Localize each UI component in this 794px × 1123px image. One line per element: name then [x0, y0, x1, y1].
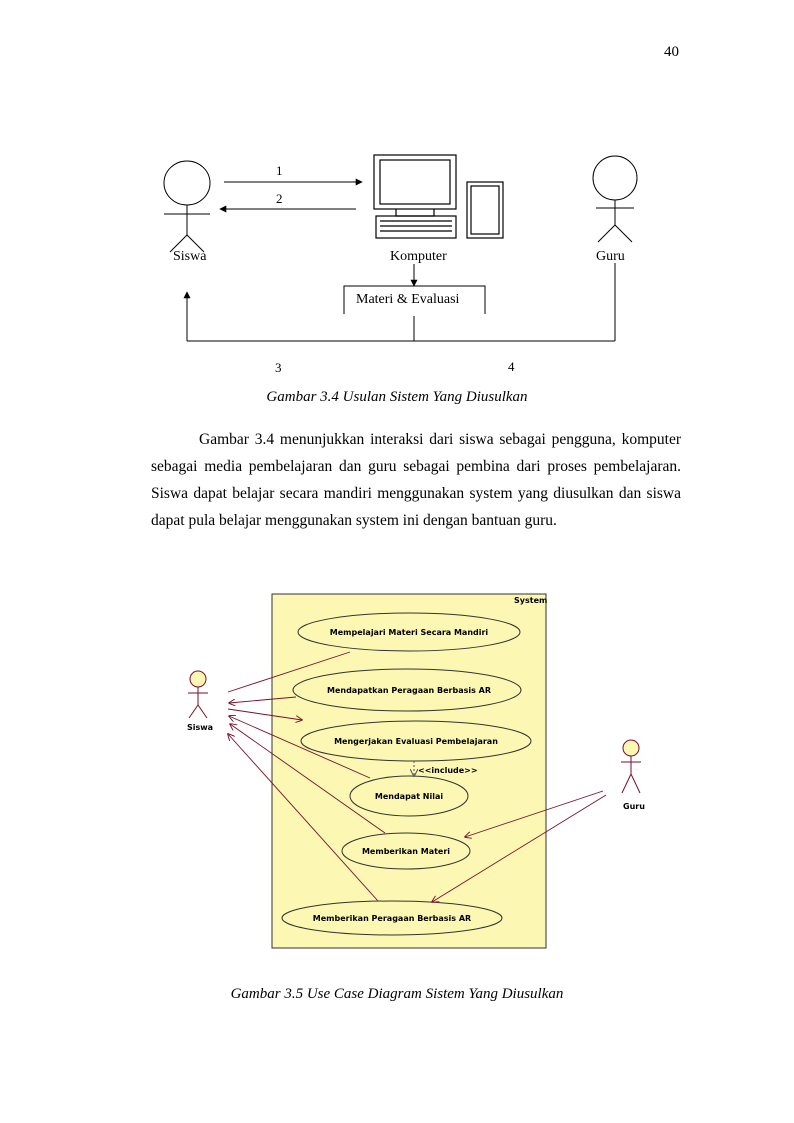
- use-case-1: Mempelajari Materi Secara Mandiri: [297, 612, 521, 652]
- siswa-label: Siswa: [173, 249, 207, 264]
- system-boundary: [271, 593, 547, 949]
- include-label: <<include>>: [418, 766, 478, 775]
- materi-box-label: Materi & Evaluasi: [356, 292, 460, 307]
- siswa-uc-label: Siswa: [187, 723, 213, 732]
- use-case-4-label: Mendapat Nilai: [375, 792, 444, 801]
- arrow-4-label: 4: [508, 359, 515, 374]
- figure-3-4-caption: Gambar 3.4 Usulan Sistem Yang Diusulkan: [266, 389, 528, 405]
- body-paragraph-text: Gambar 3.4 menunjukkan interaksi dari si…: [151, 431, 681, 529]
- siswa-relations: [228, 651, 386, 902]
- use-case-3: Mengerjakan Evaluasi Pembelajaran: [300, 720, 532, 762]
- use-case-2-label: Mendapatkan Peragaan Berbasis AR: [327, 686, 491, 695]
- guru-uc-label: Guru: [623, 802, 645, 811]
- arrow-1-label: 1: [276, 163, 283, 178]
- use-case-6-label: Memberikan Peragaan Berbasis AR: [313, 914, 471, 923]
- guru-label: Guru: [596, 249, 625, 264]
- komputer-label: Komputer: [390, 249, 447, 264]
- guru-actor-icon-uc: [621, 739, 641, 794]
- body-paragraph: Gambar 3.4 menunjukkan interaksi dari si…: [151, 426, 681, 534]
- use-case-5: Memberikan Materi: [341, 832, 471, 870]
- figure-3-5-caption: Gambar 3.5 Use Case Diagram Sistem Yang …: [230, 986, 564, 1002]
- arrow-3-label: 3: [275, 360, 282, 375]
- use-case-6: Memberikan Peragaan Berbasis AR: [281, 900, 503, 936]
- use-case-1-label: Mempelajari Materi Secara Mandiri: [330, 628, 489, 637]
- use-case-3-label: Mengerjakan Evaluasi Pembelajaran: [334, 737, 498, 746]
- figure-system-interaction: Siswa Guru Komputer 1 2 Materi & Evaluas…: [163, 154, 638, 375]
- use-case-2: Mendapatkan Peragaan Berbasis AR: [292, 668, 522, 712]
- system-label: System: [514, 596, 547, 605]
- use-case-5-label: Memberikan Materi: [362, 847, 450, 856]
- arrow-2-label: 2: [276, 191, 283, 206]
- guru-actor-icon: [592, 155, 638, 243]
- computer-icon: [373, 154, 504, 239]
- use-case-4: Mendapat Nilai: [349, 775, 469, 817]
- siswa-actor-icon: [163, 160, 211, 253]
- guru-relations: [432, 790, 607, 902]
- materi-box: [343, 285, 486, 314]
- page-number: 40: [664, 44, 679, 60]
- siswa-actor-icon-uc: [188, 670, 208, 719]
